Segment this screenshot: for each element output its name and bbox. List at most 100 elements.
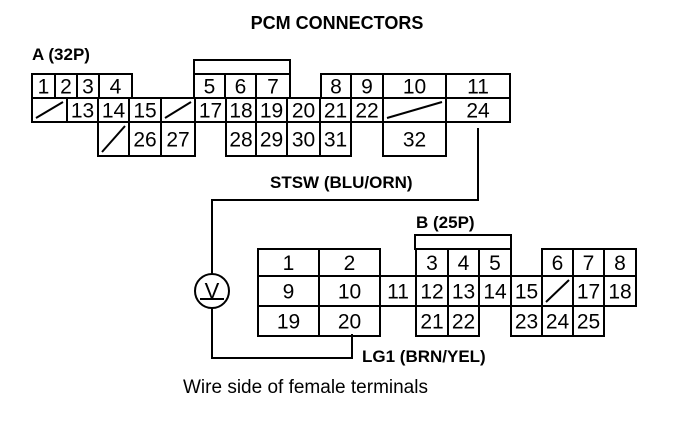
voltmeter-icon: V [194, 273, 230, 309]
connector-b-cell-box [478, 275, 512, 307]
connector-b-cell: 18 [603, 275, 637, 307]
connector-b-terminal-number: 24 [546, 311, 570, 334]
connector-a-cell-box [66, 97, 99, 123]
connector-a-cell: 4 [98, 73, 133, 99]
connector-b-terminal-number: 23 [515, 311, 538, 334]
connector-a-cell: 26 [128, 121, 162, 157]
connector-b-terminal-number: 25 [577, 311, 600, 334]
connector-b-terminal-number: 1 [283, 252, 295, 275]
connector-a-cell: 11 [445, 73, 511, 99]
connector-b-terminal-number: 11 [387, 281, 409, 304]
connector-a-cell: 19 [255, 97, 288, 123]
connector-a-terminal-number: 27 [166, 129, 189, 152]
connector-a-cell-box [225, 121, 257, 157]
connector-a-terminal-number: 18 [229, 100, 252, 123]
connector-a-cell [31, 97, 68, 123]
connector-a-cell-box [255, 97, 288, 123]
connector-b-cell: 24 [541, 305, 574, 337]
connector-b-cell: 15 [510, 275, 543, 307]
connector-b-cell-box [603, 275, 637, 307]
connector-b-cell: 11 [379, 275, 417, 307]
connector-b-terminal-number: 14 [483, 281, 507, 304]
connector-a-cell [382, 97, 447, 123]
connector-b-cell-box [415, 305, 449, 337]
connector-a-terminal-number: 1 [38, 76, 50, 99]
connector-b-cell: 5 [478, 248, 512, 277]
wire-stsw-label: STSW (BLU/ORN) [270, 173, 413, 192]
connector-b-terminal-number: 20 [338, 311, 361, 334]
connector-a-terminal-number: 21 [324, 100, 347, 123]
connector-a-cell: 24 [445, 97, 511, 123]
connector-a-cell [97, 121, 130, 157]
connector-b-terminal-number: 12 [420, 281, 443, 304]
connector-a-terminal-number: 20 [292, 100, 315, 123]
voltmeter-symbol: V [205, 279, 220, 304]
connector-a-cell: 9 [350, 73, 384, 99]
connector-b-terminal-number: 7 [583, 252, 595, 275]
connector-b-terminal-number: 5 [489, 252, 501, 275]
connector-b-cell: 14 [478, 275, 512, 307]
connector-b-cell [541, 275, 574, 307]
connector-b-terminal-number: 17 [577, 281, 600, 304]
connector-b-cell: 8 [603, 248, 637, 277]
connector-a-cell-box [350, 97, 384, 123]
connector-a-cell-box [382, 121, 447, 157]
connector-b-cell: 1 [257, 248, 320, 277]
connector-b-terminal-number: 4 [458, 252, 470, 275]
connector-b-terminal-number: 3 [426, 252, 438, 275]
connector-a-cell: 17 [194, 97, 227, 123]
connector-a-cell: 29 [255, 121, 288, 157]
connector-a-terminal-number: 9 [361, 76, 373, 99]
connector-a-terminal-number: 6 [235, 76, 247, 99]
connector-b-terminal-number: 10 [338, 281, 361, 304]
connector-b-terminal-number: 21 [420, 311, 443, 334]
connector-a-terminal-number: 28 [229, 129, 252, 152]
connector-a-terminal-number: 30 [292, 129, 315, 152]
diagram-title: PCM CONNECTORS [251, 13, 424, 33]
connector-a-terminal-number: 10 [403, 76, 426, 99]
connector-b-cell: 17 [572, 275, 605, 307]
connector-b-terminal-number: 22 [452, 311, 475, 334]
connector-a-terminal-number: 24 [466, 100, 490, 123]
connector-a-blank-slash [35, 101, 64, 119]
connector-a-cell: 30 [286, 121, 321, 157]
connector-b-cell: 6 [541, 248, 574, 277]
connector-a-cell: 32 [382, 121, 447, 157]
connector-a-lock-tab [193, 59, 291, 75]
connector-a-cell-box [194, 97, 227, 123]
connector-b-terminal-number: 8 [614, 252, 626, 275]
connector-b-lock-tab [414, 234, 512, 250]
connector-a-label: A (32P) [32, 45, 90, 64]
connector-b-cell: 9 [257, 275, 320, 307]
connector-a-terminal-number: 7 [267, 76, 279, 99]
connector-a-cell: 21 [319, 97, 352, 123]
connector-b-terminal-number: 2 [344, 252, 356, 275]
connector-a-cell: 3 [76, 73, 100, 99]
connector-a-terminal-number: 8 [330, 76, 342, 99]
connector-b-terminal-number: 6 [552, 252, 564, 275]
connector-a-terminal-number: 29 [260, 129, 283, 152]
connector-a-terminal-number: 4 [110, 76, 122, 99]
connector-b-cell: 22 [447, 305, 480, 337]
connector-b-cell-box [541, 305, 574, 337]
connector-a-blank-slash [164, 101, 192, 119]
connector-a-terminal-number: 26 [133, 129, 156, 152]
connector-b-cell-box [318, 305, 381, 337]
connector-b-blank-slash [545, 279, 570, 303]
connector-b-cell-box [510, 305, 543, 337]
wire-stsw [211, 128, 479, 274]
connector-a-cell: 1 [31, 73, 56, 99]
connector-b-terminal-number: 15 [515, 281, 538, 304]
connector-a-terminal-number: 3 [82, 76, 94, 99]
connector-a-cell-box [319, 121, 352, 157]
connector-a-cell: 28 [225, 121, 257, 157]
connector-a-cell [160, 97, 196, 123]
connector-b-cell: 25 [572, 305, 605, 337]
connector-a-terminal-number: 22 [355, 100, 378, 123]
connector-b-cell: 4 [447, 248, 480, 277]
connector-a-cell: 6 [224, 73, 257, 99]
connector-b-cell: 10 [318, 275, 381, 307]
